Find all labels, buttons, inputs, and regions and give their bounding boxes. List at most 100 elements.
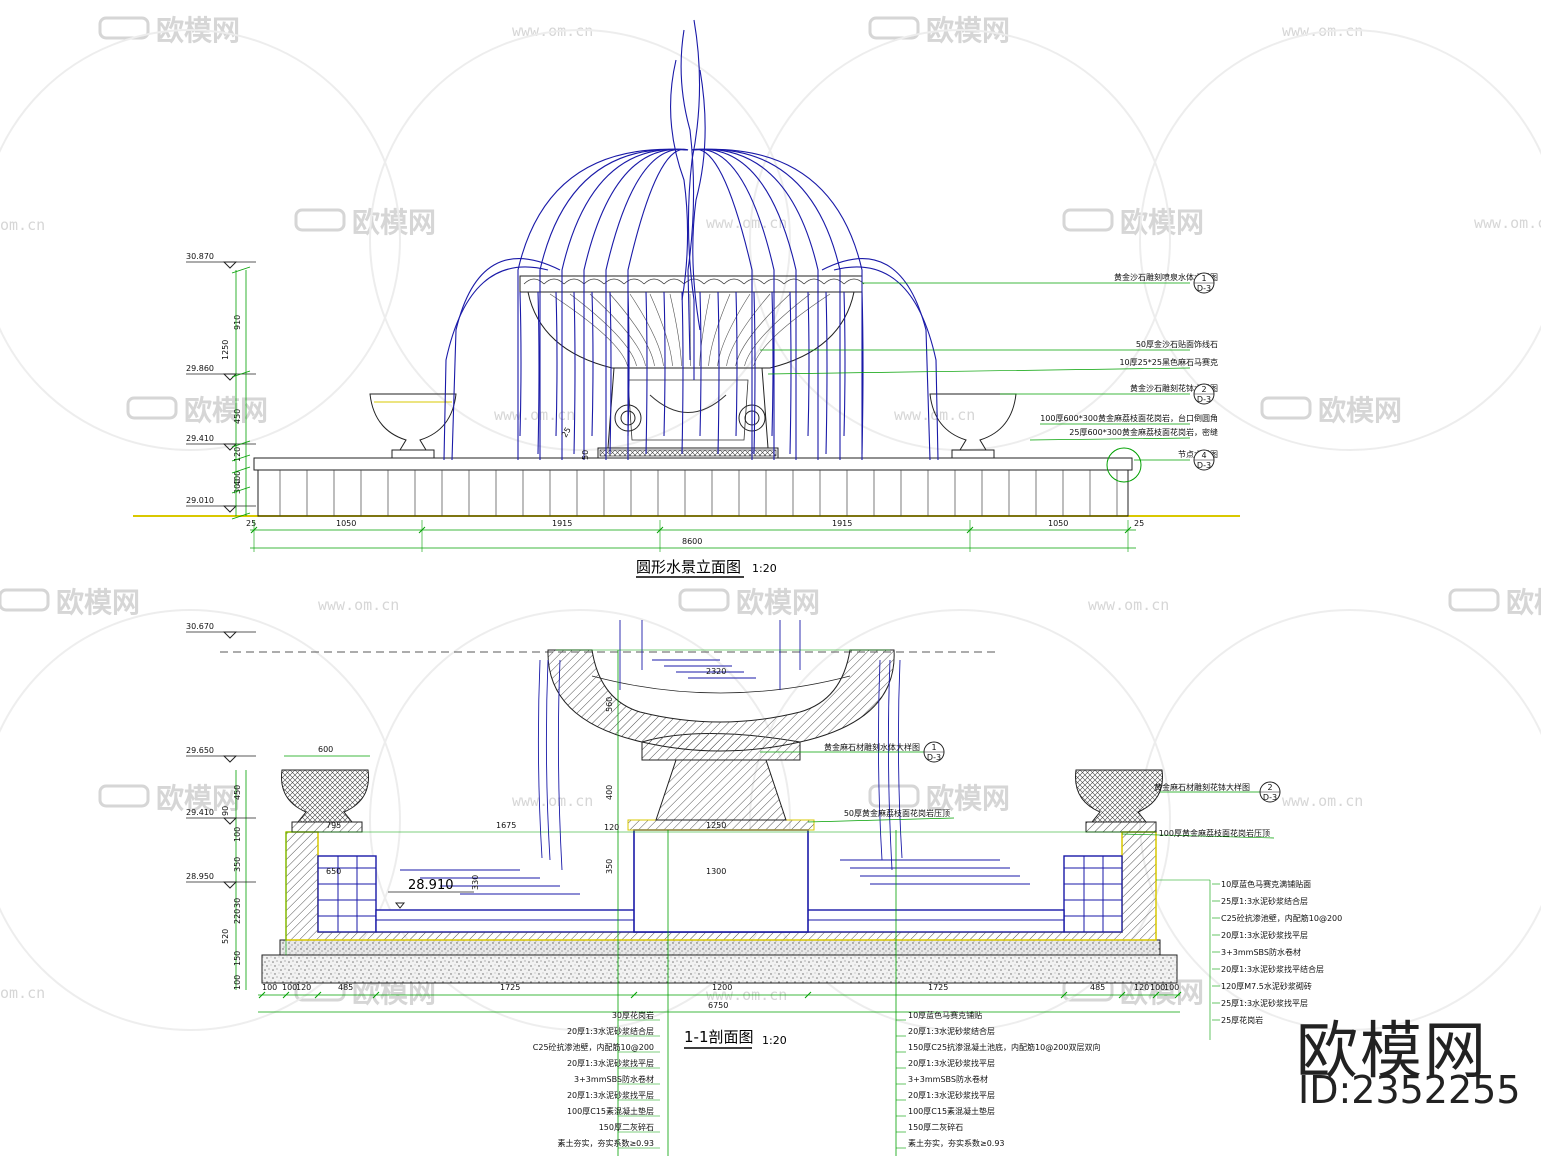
section-horizontal-dimension: 100 bbox=[282, 983, 297, 992]
svg-text:25厚600*300黄金麻荔枝面花岗岩，密缝: 25厚600*300黄金麻荔枝面花岗岩，密缝 bbox=[1069, 427, 1218, 437]
svg-text:29.410: 29.410 bbox=[186, 808, 214, 817]
watermark-brand: 欧模网 bbox=[98, 782, 240, 815]
elevation-scale: 1:20 bbox=[752, 562, 777, 575]
section-callout: 黄金麻石材雕刻花钵大样图 2D-3 bbox=[1154, 781, 1281, 803]
level-marker: 29.650 bbox=[186, 746, 256, 763]
svg-text:黄金麻石材雕刻花钵大样图: 黄金麻石材雕刻花钵大样图 bbox=[1154, 782, 1250, 792]
vertical-dimension: 400 bbox=[233, 471, 242, 486]
watermark-url: www.om.cn bbox=[894, 406, 975, 424]
section-callout: 50厚黄金麻荔枝面花岗岩压顶 bbox=[807, 808, 955, 823]
level-marker: 29.010 bbox=[186, 496, 256, 513]
section-inner-dimension: 600 bbox=[318, 745, 333, 754]
vertical-dimension: 120 bbox=[233, 447, 242, 462]
svg-text:25: 25 bbox=[560, 426, 573, 439]
layer-note: 10厚蓝色马赛克满铺贴面 bbox=[1221, 879, 1311, 889]
section-horizontal-dimension: 1725 bbox=[500, 983, 520, 992]
level-marker: 28.950 bbox=[186, 872, 256, 889]
svg-text:29.860: 29.860 bbox=[186, 364, 214, 373]
svg-text:29.650: 29.650 bbox=[186, 746, 214, 755]
section-vertical-dimension: 100 bbox=[233, 827, 242, 842]
svg-text:D-3: D-3 bbox=[1197, 284, 1211, 293]
horizontal-dimension: 1915 bbox=[552, 519, 572, 528]
layer-note: 100厚C15素混凝土垫层 bbox=[567, 1106, 654, 1116]
section-inner-dimension: 650 bbox=[326, 867, 341, 876]
elevation-callout: 10厚25*25黑色麻石马赛克 bbox=[767, 357, 1218, 375]
layer-note: 素土夯实，夯实系数≥0.93 bbox=[557, 1138, 654, 1148]
watermark-brand: 欧模网 bbox=[1062, 206, 1204, 239]
section-horizontal-dimension: 120 bbox=[1134, 983, 1149, 992]
elevation-callouts: 黄金沙石雕刻喷泉水体大样图1D-350厚金沙石贴面饰线石10厚25*25黑色麻石… bbox=[760, 272, 1218, 471]
level-marker: 30.670 bbox=[186, 622, 256, 639]
layer-note: 150厚二灰碎石 bbox=[908, 1122, 963, 1132]
layer-note: 20厚1:3水泥砂浆找平层 bbox=[908, 1058, 995, 1068]
layer-note: 25厚1:3水泥砂浆结合层 bbox=[1221, 896, 1308, 906]
elevation-callout: 50厚金沙石贴面饰线石 bbox=[760, 339, 1218, 351]
horizontal-dimension: 25 bbox=[1134, 519, 1144, 528]
watermark-url: www.om.cn bbox=[318, 596, 399, 614]
layer-note: C25砼抗渗池壁，内配筋10@200 bbox=[1221, 913, 1342, 923]
section-horizontal-dimension: 100 bbox=[262, 983, 277, 992]
section-layer-notes: 10厚蓝色马赛克满铺贴面 25厚1:3水泥砂浆结合层 C25砼抗渗池壁，内配筋10@… bbox=[533, 879, 1342, 1149]
svg-text:D-3: D-3 bbox=[927, 753, 941, 762]
svg-text:100厚黄金麻荔枝面花岗岩压顶: 100厚黄金麻荔枝面花岗岩压顶 bbox=[1159, 828, 1270, 838]
horizontal-dimension: 25 bbox=[246, 519, 256, 528]
svg-text:欧模网: 欧模网 bbox=[156, 782, 240, 815]
elevation-callout: 25厚600*300黄金麻荔枝面花岗岩，密缝 bbox=[1029, 427, 1218, 441]
svg-text:欧模网: 欧模网 bbox=[926, 782, 1010, 815]
svg-text:2: 2 bbox=[1267, 783, 1272, 792]
vertical-dimension: 1250 bbox=[221, 340, 230, 360]
watermark-brand: 欧模网 bbox=[126, 394, 268, 427]
layer-note: 120厚M7.5水泥砂浆砌砖 bbox=[1221, 981, 1312, 991]
watermark-url: www.om.cn bbox=[1282, 792, 1363, 810]
section-inner-dimension: 795 bbox=[326, 821, 341, 830]
elevation-title: 圆形水景立面图 bbox=[636, 558, 741, 576]
layer-note: 100厚C15素混凝土垫层 bbox=[908, 1106, 995, 1116]
layer-note: 3+3mmSBS防水卷材 bbox=[574, 1074, 654, 1084]
elevation-view: 30.87029.86029.41029.0109101250450120400… bbox=[133, 19, 1240, 578]
section-inner-dimension: 1300 bbox=[706, 867, 726, 876]
section-horizontal-dimension: 485 bbox=[338, 983, 353, 992]
section-horizontal-dimension: 1725 bbox=[928, 983, 948, 992]
horizontal-dimension: 1915 bbox=[832, 519, 852, 528]
section-title: 1-1剖面图 bbox=[684, 1028, 754, 1046]
layer-note: 10厚蓝色马赛克铺贴 bbox=[908, 1010, 982, 1020]
svg-text:4: 4 bbox=[1201, 451, 1206, 460]
svg-text:黄金沙石雕刻花钵大样图: 黄金沙石雕刻花钵大样图 bbox=[1130, 383, 1218, 393]
watermark-brand: 欧模网 bbox=[1260, 394, 1402, 427]
watermark-layer: 欧模网欧模网欧模网欧模网欧模网欧模网欧模网欧模网欧模网欧模网欧模网欧模网欧模网w… bbox=[0, 14, 1541, 1031]
svg-text:28.950: 28.950 bbox=[186, 872, 214, 881]
total-dimension: 8600 bbox=[682, 537, 702, 546]
layer-note: 150厚C25抗渗混凝土池底，内配筋10@200双层双向 bbox=[908, 1042, 1100, 1052]
svg-text:D-3: D-3 bbox=[1263, 793, 1277, 802]
vertical-dimension: 300 bbox=[233, 479, 242, 494]
watermark-url: www.om.cn bbox=[706, 214, 787, 232]
layer-note: C25砼抗渗池壁，内配筋10@200 bbox=[533, 1042, 654, 1052]
svg-text:50: 50 bbox=[581, 450, 590, 460]
layer-note: 20厚1:3水泥砂浆找平层 bbox=[908, 1090, 995, 1100]
svg-text:1: 1 bbox=[1201, 274, 1206, 283]
watermark-url: om.cn bbox=[0, 216, 45, 234]
level-marker: 29.860 bbox=[186, 364, 256, 381]
section-inner-dimension: 330 bbox=[471, 875, 480, 890]
section-horizontal-dimension: 100 bbox=[1150, 983, 1165, 992]
svg-text:29.010: 29.010 bbox=[186, 496, 214, 505]
layer-note: 3+3mmSBS防水卷材 bbox=[1221, 947, 1301, 957]
section-vertical-dimension: 90 bbox=[221, 806, 230, 816]
section-vertical-dimension: 150 bbox=[233, 951, 242, 966]
brand-logo-text: 欧模网 bbox=[1296, 1014, 1489, 1087]
svg-text:D-3: D-3 bbox=[1197, 395, 1211, 404]
vertical-dimension: 450 bbox=[233, 409, 242, 424]
layer-note: 150厚二灰碎石 bbox=[599, 1122, 654, 1132]
svg-text:30.870: 30.870 bbox=[186, 252, 214, 261]
watermark-url: www.om.cn bbox=[1474, 214, 1541, 232]
level-marker: 29.410 bbox=[186, 808, 256, 825]
section-horizontal-dimension: 100 bbox=[1164, 983, 1179, 992]
elevation-callout: 100厚600*300黄金麻荔枝面花岗岩，台口倒圆角 bbox=[1040, 413, 1218, 425]
layer-note: 20厚1:3水泥砂浆找平层 bbox=[567, 1058, 654, 1068]
watermark-url: www.om.cn bbox=[494, 406, 575, 424]
svg-text:100厚600*300黄金麻荔枝面花岗岩，台口倒圆角: 100厚600*300黄金麻荔枝面花岗岩，台口倒圆角 bbox=[1040, 413, 1218, 423]
